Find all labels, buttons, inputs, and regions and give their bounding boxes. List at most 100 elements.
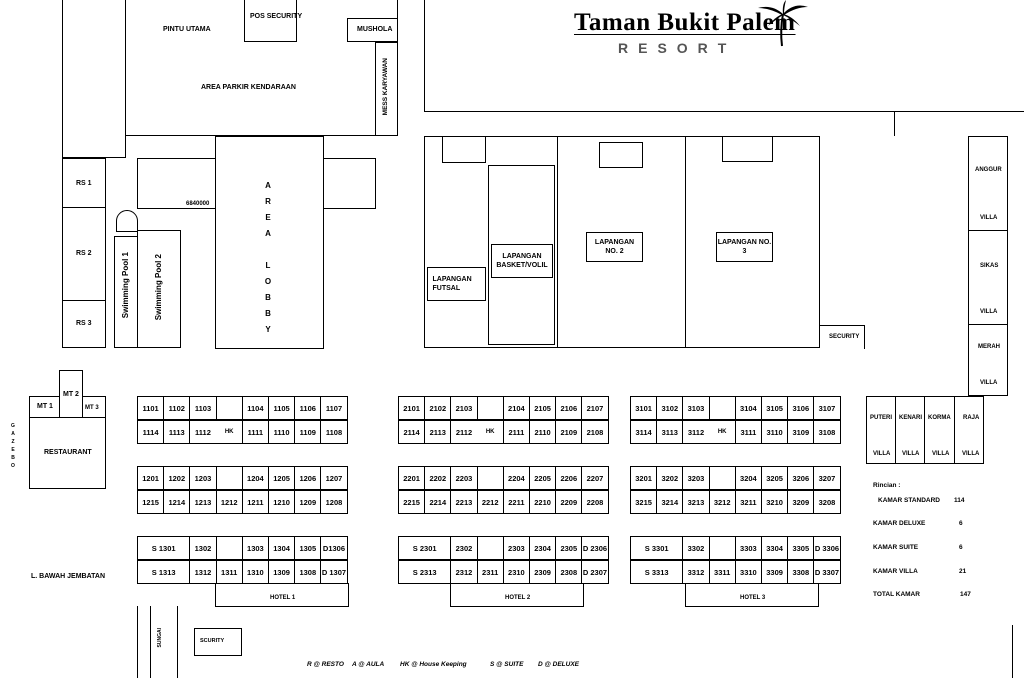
- room-cell: 2210: [529, 490, 557, 514]
- room-cell: 2309: [529, 560, 557, 584]
- room-cell: 1309: [268, 560, 296, 584]
- rincian-value: 147: [960, 591, 971, 598]
- room-cell: 2211: [502, 490, 530, 514]
- wall-step: [894, 111, 964, 136]
- lapangan-basket-label-box: LAPANGAN BASKET/VOLIL: [491, 244, 553, 278]
- room-cell: 2201: [398, 466, 426, 490]
- river-strip: [150, 606, 178, 678]
- room-cell: 1111: [241, 420, 269, 444]
- room-gap: [215, 466, 243, 490]
- room-cell: 2104: [502, 396, 530, 420]
- room-cell: 1103: [189, 396, 217, 420]
- phone-label: 6840000: [186, 201, 210, 207]
- room-cell: 2111: [502, 420, 530, 444]
- room-cell: S 1313: [137, 560, 191, 584]
- room-cell: 3304: [761, 536, 789, 560]
- room-cell: 3308: [787, 560, 815, 584]
- rincian-label: KAMAR DELUXE: [873, 520, 926, 527]
- rincian-label: KAMAR STANDARD: [878, 497, 940, 504]
- room-cell: 3106: [787, 396, 815, 420]
- basket-court: [488, 165, 555, 345]
- legend-item: A @ AULA: [352, 661, 385, 668]
- river-line-left: [137, 606, 138, 678]
- room-cell: 1106: [294, 396, 322, 420]
- sikas-label: SIKAS: [980, 263, 999, 269]
- villa-kenari-villa: VILLA: [902, 451, 920, 457]
- room-cell: 3209: [787, 490, 815, 514]
- room-cell: 1110: [268, 420, 296, 444]
- room-cell: 2304: [529, 536, 557, 560]
- villa-korma-label: KORMA: [928, 415, 951, 421]
- room-cell: 3210: [761, 490, 789, 514]
- room-cell: 3105: [761, 396, 789, 420]
- room-cell: 3103: [682, 396, 710, 420]
- mess-karyawan-box: [375, 42, 398, 136]
- villa-cell-raja: [954, 396, 955, 464]
- room-cell: 2105: [529, 396, 557, 420]
- villa-raja-label: RAJA: [963, 415, 980, 421]
- room-cell: 2308: [555, 560, 583, 584]
- room-cell: 1108: [320, 420, 348, 444]
- room-cell: 2303: [502, 536, 530, 560]
- lobby-wing-left: [137, 158, 216, 209]
- room-cell: 3208: [813, 490, 841, 514]
- room-cell: 1211: [241, 490, 269, 514]
- rincian-value: 114: [954, 497, 965, 504]
- room-cell: 2113: [424, 420, 452, 444]
- room-cell: D 3307: [813, 560, 841, 584]
- rs1-label: RS 1: [76, 180, 92, 187]
- room-cell: 3311: [708, 560, 736, 584]
- room-gap: [708, 536, 736, 560]
- hotel2-label: HOTEL 2: [505, 595, 531, 601]
- room-cell: 3102: [656, 396, 684, 420]
- room-cell: 1308: [294, 560, 322, 584]
- room-cell: S 3301: [630, 536, 684, 560]
- anggur-villa-label: VILLA: [980, 215, 998, 221]
- room-cell: 2207: [581, 466, 609, 490]
- room-cell: 3104: [734, 396, 762, 420]
- pos-security-label: POS SECURITY: [250, 13, 303, 20]
- hotel1-box: [215, 583, 349, 607]
- room-cell: 1214: [163, 490, 191, 514]
- lapangan-futsal-label-box: LAPANGAN FUTSAL: [427, 267, 486, 301]
- mushola-label: MUSHOLA: [357, 26, 393, 33]
- room-cell: 3114: [630, 420, 658, 444]
- room-cell: 2312: [450, 560, 478, 584]
- merah-villa-label: VILLA: [980, 380, 998, 386]
- room-cell: 1205: [268, 466, 296, 490]
- room-gap: [215, 396, 243, 420]
- hotel1-label: HOTEL 1: [270, 595, 296, 601]
- villa-puteri-villa: VILLA: [873, 451, 891, 457]
- room-cell: 2208: [581, 490, 609, 514]
- room-cell: 3309: [761, 560, 789, 584]
- restaurant-label: RESTAURANT: [44, 449, 92, 456]
- room-cell: 1210: [268, 490, 296, 514]
- lapangan-basket-label: LAPANGAN BASKET/VOLIL: [496, 253, 548, 269]
- room-cell: 1209: [294, 490, 322, 514]
- room-cell: 3111: [734, 420, 762, 444]
- room-cell: 2205: [529, 466, 557, 490]
- bottom-right-wall: [1012, 625, 1024, 678]
- room-cell: 3202: [656, 466, 684, 490]
- room-cell: 1102: [163, 396, 191, 420]
- hotel2-box: [450, 583, 584, 607]
- pos-security-box: [244, 0, 297, 42]
- room-cell: S 3313: [630, 560, 684, 584]
- logo-subtitle: RESORT: [618, 40, 737, 56]
- mt3-label: MT 3: [85, 405, 99, 411]
- scurity-label: SCURITY: [200, 638, 225, 644]
- rincian-value: 21: [959, 568, 967, 575]
- room-cell: 3207: [813, 466, 841, 490]
- room-cell: 3310: [734, 560, 762, 584]
- room-gap: [708, 396, 736, 420]
- room-cell: 2114: [398, 420, 426, 444]
- room-cell: 2204: [502, 466, 530, 490]
- room-cell: 1213: [189, 490, 217, 514]
- palm-tree-icon: [758, 0, 808, 47]
- room-cell: 3112: [682, 420, 710, 444]
- anggur-label: ANGGUR: [975, 167, 1002, 173]
- room-cell: 3215: [630, 490, 658, 514]
- legend-item: HK @ House Keeping: [400, 661, 467, 668]
- villa-korma-villa: VILLA: [932, 451, 950, 457]
- room-gap: [476, 396, 504, 420]
